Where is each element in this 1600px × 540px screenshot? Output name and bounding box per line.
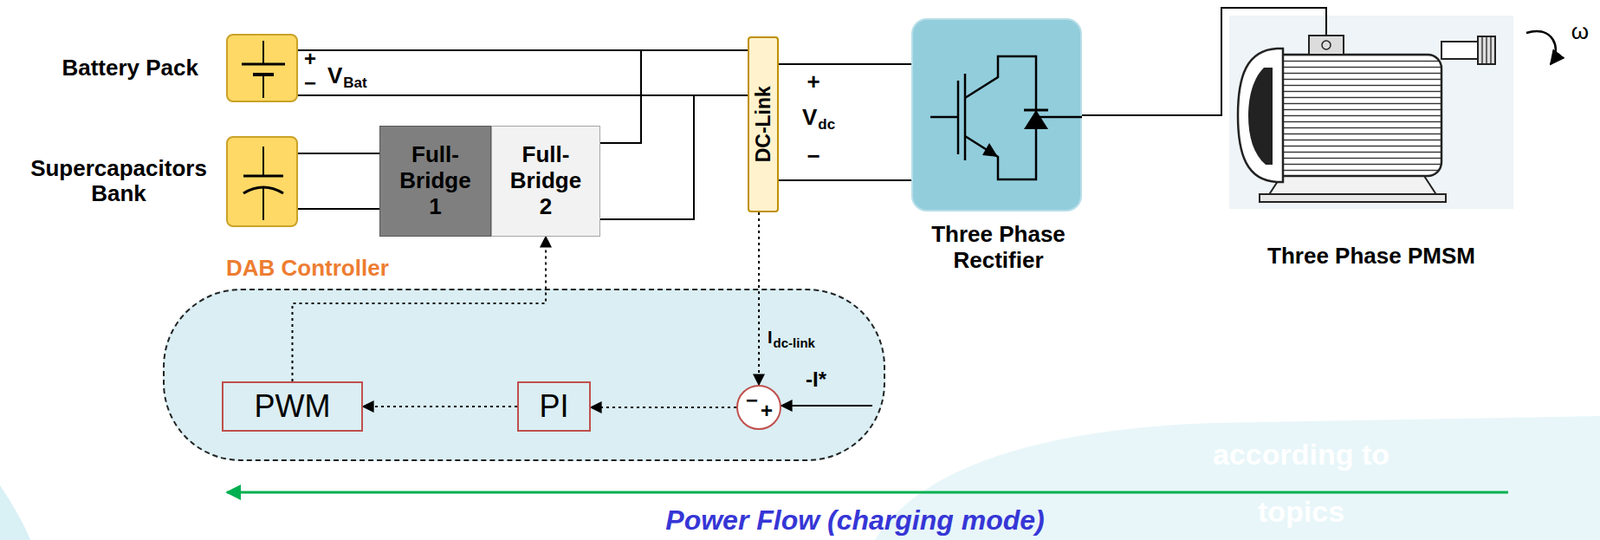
control-signal [590,406,737,409]
node-text: + [760,400,773,422]
battery-symbol [227,35,300,104]
node-text: PWM [254,388,331,424]
power-wire [778,179,912,182]
signal-name: I [767,328,773,346]
watermark: topics [1257,496,1345,526]
full-bridge-box: Full- Bridge 2 [491,125,601,237]
motor-illustration [1229,15,1514,209]
power-wire [297,152,380,155]
node-text: Full- Bridge 1 [394,142,478,221]
battery-box: Battery Pack [226,33,298,103]
controller-region: DAB ControllerPWMPI−+ [162,288,886,461]
reference-signal: -I* [805,369,827,390]
signal-subscript: dc-link [773,336,816,350]
power-wire [297,207,380,210]
corner-blob [0,485,31,540]
igbt-diode-symbol [913,19,1084,214]
node-text: − [745,389,758,411]
summing-junction: −+ [736,384,782,430]
node-text: PI [538,388,569,424]
polarity-sign: − [806,144,820,168]
reference-input-arrow [781,404,873,407]
node-text: Full- Bridge 2 [504,142,588,221]
voltage-subscript: dc [817,116,836,132]
dc-link-bar: DC-Link [747,36,779,213]
rectifier-box: Three Phase Rectifier [911,18,1082,212]
node-text: DC-Link [751,85,775,162]
supercapacitor-symbol [227,137,300,229]
polarity-sign: + [806,70,820,93]
watermark: according to [1212,439,1390,469]
pwm-block: PWM [221,381,363,432]
pi-block: PI [517,381,591,432]
speed-symbol: ω [1571,19,1589,43]
supercapacitor-box: Supercapacitors Bank [226,136,298,227]
control-signal [362,405,518,408]
power-wire [600,50,748,143]
polarity-sign: + [304,48,317,70]
motor-box: Three Phase PMSM [1229,15,1514,209]
power-wire [600,95,748,220]
controller-region-fill [162,288,886,461]
node-label: Three Phase Rectifier [911,221,1086,274]
full-bridge-box: Full- Bridge 1 [379,125,492,237]
power-flow-arrow [226,491,1509,494]
node-label: DAB Controller [226,255,389,282]
voltage-subscript: Bat [343,75,367,91]
control-signal [757,212,760,385]
power-wire [778,63,912,65]
power-flow-label: Power Flow (charging mode) [665,505,1044,534]
power-wire [297,94,748,97]
voltage-symbol: V [802,105,817,129]
node-label: Supercapacitors Bank [23,155,214,208]
rotation-arrow [1526,31,1556,65]
node-label: Three Phase PMSM [1267,243,1476,270]
polarity-sign: − [304,72,317,94]
node-label: Battery Pack [61,55,199,82]
voltage-symbol: V [327,64,343,87]
